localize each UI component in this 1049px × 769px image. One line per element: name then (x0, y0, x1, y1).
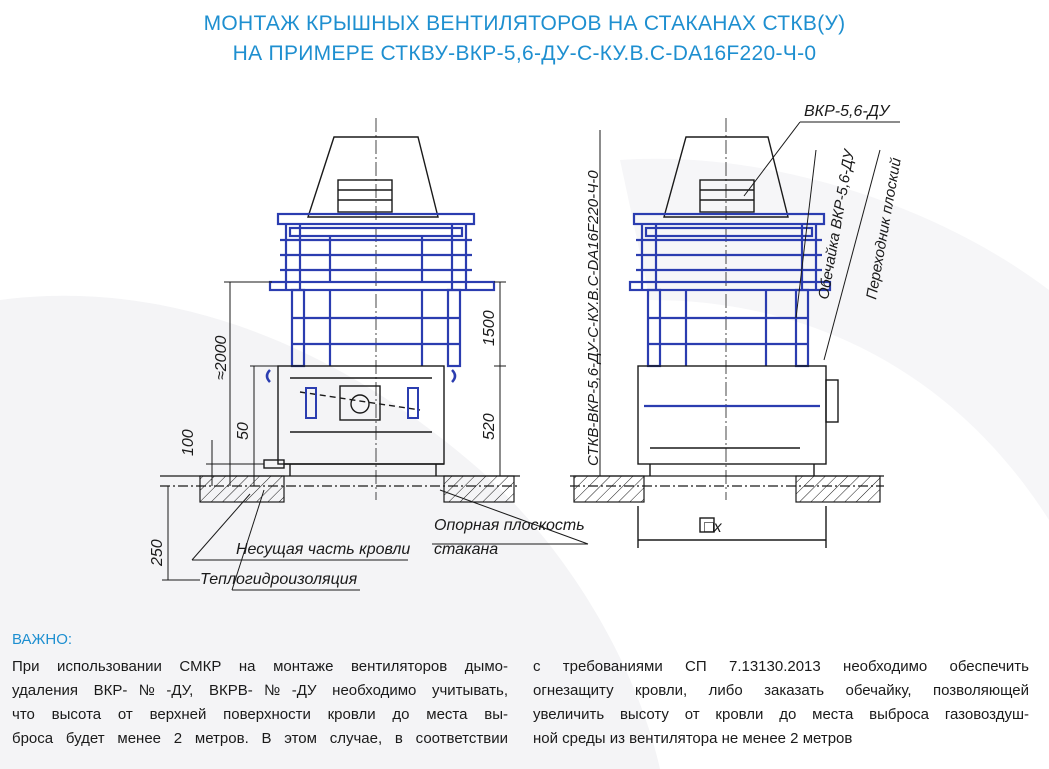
dim-height-100: 100 (180, 429, 197, 456)
page-title-line-1: МОНТАЖ КРЫШНЫХ ВЕНТИЛЯТОРОВ НА СТАКАНАХ … (203, 12, 846, 35)
leader-lines-right (599, 121, 900, 476)
fan-hood-left (307, 118, 439, 500)
notice-line: огнезащиту кровли, либо заказать обечайк… (533, 682, 1029, 699)
notice-column-1: При использовании СМКР на монтаже вентил… (12, 655, 508, 751)
fan-frame-right (628, 212, 832, 368)
notice-column-2: с требованиями СП 7.13130.2013 необходим… (533, 655, 1029, 751)
dim-height-250: 250 (149, 539, 166, 567)
left-view (160, 118, 589, 591)
label-size-x: □x (704, 519, 723, 536)
notice-line: увеличить высоту от кровли до места выбр… (533, 706, 1029, 723)
dimension-lines-left (162, 281, 589, 591)
roof-slab-left (160, 475, 520, 503)
notice-line: что высота от верхней поверхности кровли… (12, 706, 508, 723)
label-insulation: Теплогидроизоляция (200, 571, 358, 588)
label-fan-model: ВКР-5,6-ДУ (804, 103, 891, 120)
dim-height-upper: 1500 (481, 310, 498, 346)
dim-height-50: 50 (235, 422, 252, 440)
dim-height-lower: 520 (481, 413, 498, 440)
fan-frame-left (268, 212, 496, 368)
right-view (570, 118, 900, 548)
label-bearing-roof: Несущая часть кровли (236, 541, 410, 558)
page-title-line-2: НА ПРИМЕРЕ СТКВУ-ВКР-5,6-ДУ-С-КУ.В.С-DA1… (232, 42, 817, 65)
notice-line: При использовании СМКР на монтаже вентил… (12, 658, 508, 675)
label-stand-model: СТКВ-ВКР-5,6-ДУ-С-КУ.В.С-DA16F220-Ч-0 (585, 170, 602, 466)
installation-drawing: ≈2000 1500 520 100 50 250 Несущая часть … (149, 103, 905, 591)
label-adapter: Переходник плоский (863, 156, 905, 301)
notice-line: броса будет менее 2 метров. В этом случа… (12, 730, 508, 747)
dim-height-total: ≈2000 (213, 336, 230, 380)
fan-hood-right (663, 118, 789, 500)
notice-label: ВАЖНО: (12, 631, 73, 648)
notice-line: удаления ВКР-№-ДУ, ВКРВ-№-ДУ необходимо … (12, 682, 508, 699)
stand-casing-left (263, 365, 457, 476)
notice-line: с требованиями СП 7.13130.2013 необходим… (533, 658, 1029, 675)
stand-casing-right (637, 365, 839, 548)
notice-line: ной среды из вентилятора не менее 2 метр… (533, 730, 853, 747)
roof-slab-right (570, 475, 884, 503)
label-support-plane-1: Опорная плоскость (434, 517, 585, 534)
label-support-plane-2: стакана (434, 541, 498, 558)
